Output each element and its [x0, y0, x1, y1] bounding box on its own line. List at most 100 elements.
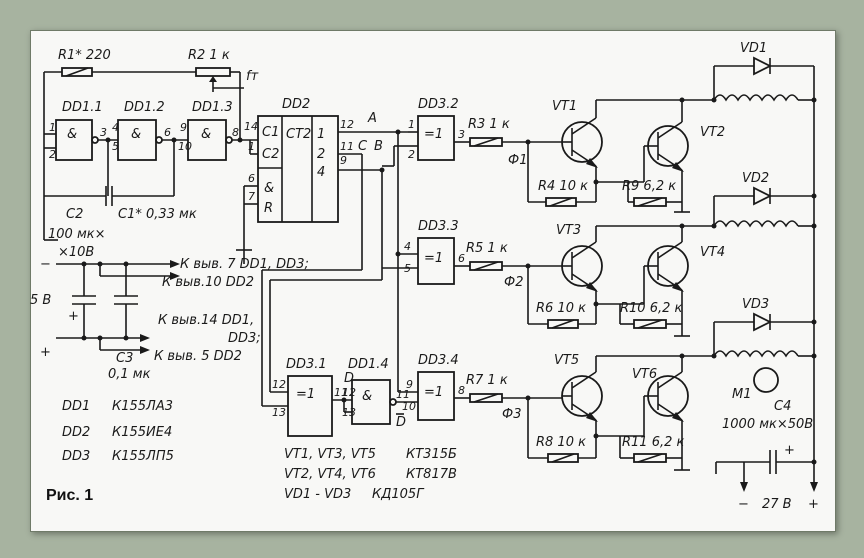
- dd33-gate: [417, 237, 455, 285]
- r11-label: R11 6,2 к: [622, 435, 685, 450]
- r2-label: R2 1 к: [188, 48, 230, 63]
- vt1-label: VT1: [552, 99, 577, 114]
- vd2-label: VD2: [742, 171, 769, 186]
- vt3-label: VT3: [556, 223, 581, 238]
- dd32-gate: [417, 115, 455, 161]
- dd34-symbol: =1: [424, 385, 443, 400]
- vt3-transistor: [561, 241, 603, 292]
- pin-label: 9: [180, 121, 187, 134]
- ft-label: fт: [246, 69, 259, 84]
- pin-label: 7: [248, 190, 255, 203]
- pin-label: 2: [49, 148, 56, 161]
- r10-label: R10 6,2 к: [620, 301, 683, 316]
- dd11-symbol: &: [67, 127, 77, 142]
- r5-label: R5 1 к: [466, 241, 508, 256]
- r8-label: R8 10 к: [536, 435, 586, 450]
- pin-label: 2: [408, 148, 415, 161]
- pin-label: 3: [100, 126, 107, 139]
- parts-vt-b: VT2, VT4, VT6: [284, 467, 376, 482]
- c1-label: C1* 0,33 мк: [118, 207, 197, 222]
- vt1-transistor: [561, 117, 603, 168]
- winding-2: [713, 220, 799, 228]
- note-pin7: К выв. 7 DD1, DD3;: [180, 257, 309, 272]
- dd2-c2: C2: [262, 147, 279, 162]
- parts-vt-a-type: КТ315Б: [406, 447, 457, 462]
- schematic-paper: [30, 30, 836, 532]
- r3-label: R3 1 к: [468, 117, 510, 132]
- c3-label-a: C3: [116, 351, 133, 366]
- parts-dd1: DD1: [62, 399, 90, 414]
- parts-dd2: DD2: [62, 425, 90, 440]
- dd2-out1: 1: [317, 127, 325, 142]
- dd12-symbol: &: [131, 127, 141, 142]
- dd33-label: DD3.3: [418, 219, 459, 234]
- pin-label: 1: [248, 140, 255, 153]
- parts-dd3-type: К155ЛП5: [112, 449, 174, 464]
- phi1-label: Ф1: [508, 153, 527, 168]
- parts-vd: VD1 - VD3: [284, 487, 351, 502]
- motor-m1: [753, 367, 779, 393]
- c2-label-c: ×10В: [58, 245, 94, 260]
- c4-label-b: 1000 мк×50В: [722, 417, 813, 432]
- node-a: A: [367, 111, 377, 126]
- dd2-out4: 4: [317, 165, 325, 180]
- pin-label: 9: [340, 154, 347, 167]
- vd2-diode: [753, 186, 773, 206]
- dd2-out2: 2: [317, 147, 325, 162]
- pin-label: 1: [49, 121, 56, 134]
- node-c: C: [358, 139, 368, 154]
- dd14-symbol: &: [362, 389, 372, 404]
- supply-27v: 27 В: [762, 497, 792, 512]
- note-pin5: К выв. 5 DD2: [154, 349, 242, 364]
- pin-label: 13: [342, 406, 356, 419]
- dd32-label: DD3.2: [418, 97, 459, 112]
- pin-label: 5: [112, 140, 119, 153]
- r6-label: R6 10 к: [536, 301, 586, 316]
- parts-dd3: DD3: [62, 449, 90, 464]
- vd3-label: VD3: [742, 297, 769, 312]
- dd14-label: DD1.4: [348, 357, 389, 372]
- parts-dd1-type: К155ЛА3: [112, 399, 173, 414]
- dd31-symbol: =1: [296, 387, 315, 402]
- vt4-transistor: [644, 241, 689, 292]
- supply-5v: 5 В: [30, 293, 51, 308]
- dd33-symbol: =1: [424, 251, 443, 266]
- figure-caption: Рис. 1: [46, 487, 93, 504]
- dd31-label: DD3.1: [286, 357, 327, 372]
- vd1-diode: [753, 56, 773, 76]
- r1-resistor: [61, 67, 93, 77]
- vd1-label: VD1: [740, 41, 767, 56]
- node-dbar: D: [396, 415, 406, 430]
- note-pin10: К выв.10 DD2: [162, 275, 254, 290]
- dd13-symbol: &: [201, 127, 211, 142]
- pin-label: 11: [334, 386, 348, 399]
- pin-label: 8: [458, 384, 465, 397]
- vt6-transistor: [644, 371, 689, 422]
- pin-label: 12: [340, 118, 354, 131]
- dd2-r: R: [264, 201, 273, 216]
- pin-label: 12: [342, 386, 356, 399]
- dd2-and: &: [264, 181, 274, 196]
- phi2-label: Ф2: [504, 275, 523, 290]
- parts-dd2-type: К155ИЕ4: [112, 425, 172, 440]
- r4-label: R4 10 к: [538, 179, 588, 194]
- r7-label: R7 1 к: [466, 373, 508, 388]
- pin-label: 13: [272, 406, 286, 419]
- minus-sign: −: [40, 257, 51, 272]
- r9-label: R9 6,2 к: [622, 179, 676, 194]
- pin-label: 9: [406, 378, 413, 391]
- pin-label: 1: [408, 118, 415, 131]
- dd2-counter: [257, 115, 339, 223]
- pin-label: 4: [112, 121, 119, 134]
- phi3-label: Ф3: [502, 407, 521, 422]
- c2-label-a: C2: [66, 207, 83, 222]
- dd32-symbol: =1: [424, 127, 443, 142]
- pin-label: 11: [340, 140, 354, 153]
- pin-label: 4: [404, 240, 411, 253]
- pin-label: 5: [404, 262, 411, 275]
- c4-label-a: C4: [774, 399, 791, 414]
- vt4-label: VT4: [700, 245, 725, 260]
- pin-label: 10: [178, 140, 192, 153]
- pin-label: 14: [244, 120, 258, 133]
